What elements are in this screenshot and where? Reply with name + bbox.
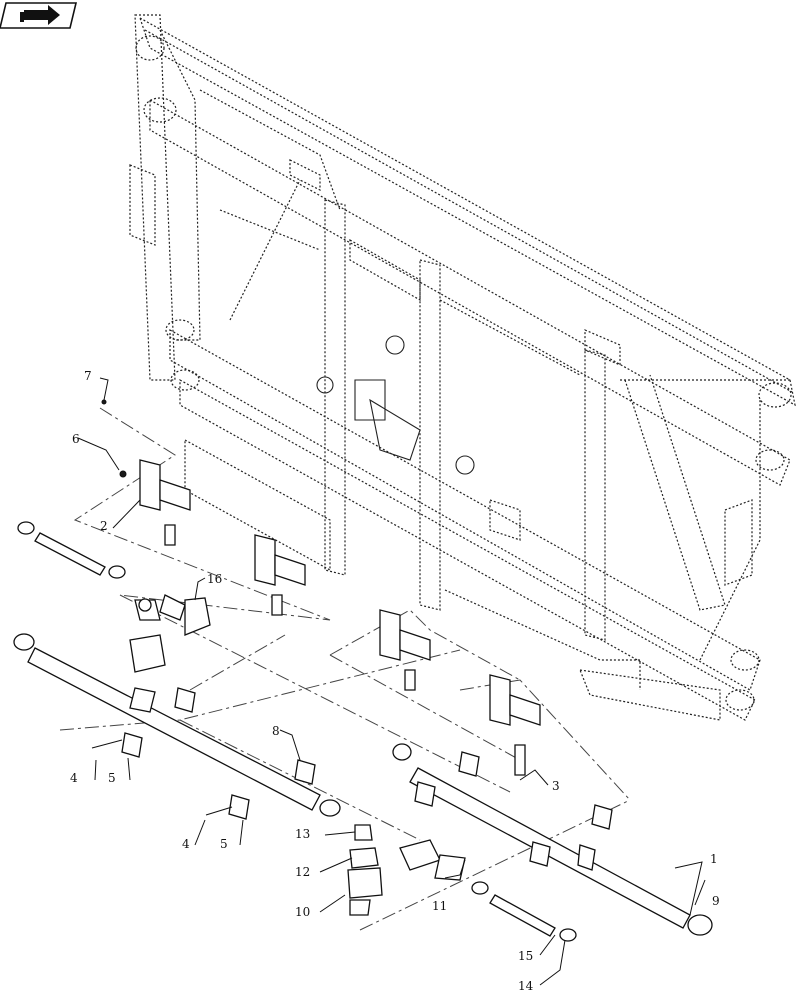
washer-7: [101, 399, 107, 405]
mounting-bracket-lower: [489, 674, 541, 776]
callout-leaders: [77, 377, 706, 986]
callout-4b: 4: [182, 837, 190, 851]
callout-4a: 4: [70, 771, 78, 785]
mounting-bracket-center: [254, 534, 306, 616]
fitting-assembly-lower: [347, 824, 466, 916]
callout-labels: 1 2 3 4 4 5 5 6 7 8 9 10 11 12 13 14 15 …: [70, 369, 720, 993]
pipe-clamp-right: [414, 751, 613, 867]
callout-2: 2: [100, 519, 108, 533]
bolt-4-lower: [205, 806, 233, 816]
callout-10: 10: [295, 905, 310, 919]
callout-7: 7: [84, 369, 92, 383]
callout-14: 14: [518, 979, 534, 993]
callout-13: 13: [295, 827, 310, 841]
pipe-clamp-left-1: [121, 687, 196, 758]
mounting-bracket-right: [379, 609, 431, 691]
bolt-4-upper: [91, 739, 123, 749]
nut-6: [119, 470, 127, 478]
mounting-bracket-upper: [139, 459, 191, 546]
callout-12: 12: [295, 865, 310, 879]
callout-5b: 5: [220, 837, 228, 851]
boom-frame: [129, 14, 796, 721]
callout-11: 11: [432, 899, 447, 913]
callout-8: 8: [272, 724, 280, 738]
callout-5a: 5: [108, 771, 116, 785]
pipe-left: [13, 633, 341, 817]
callout-9: 9: [712, 894, 720, 908]
callout-15: 15: [518, 949, 533, 963]
callout-6: 6: [72, 432, 80, 446]
hose-lower: [471, 881, 577, 942]
callout-3: 3: [552, 779, 560, 793]
hose-upper: [17, 521, 126, 579]
fitting-assembly-upper: [129, 594, 211, 673]
callout-16: 16: [207, 572, 222, 586]
book-arrow-icon[interactable]: [0, 2, 78, 29]
callout-1: 1: [710, 852, 718, 866]
